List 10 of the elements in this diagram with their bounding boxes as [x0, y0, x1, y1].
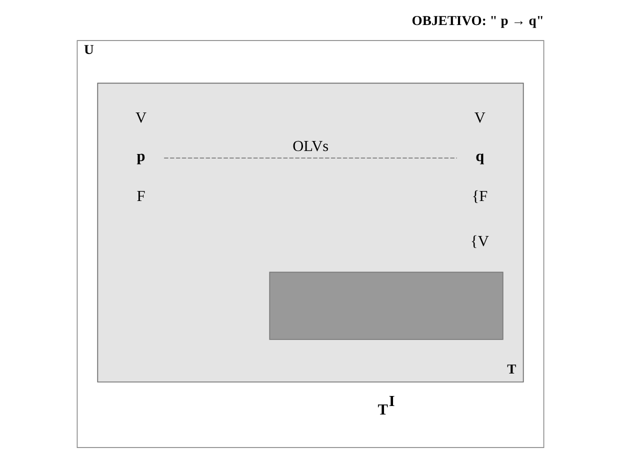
label: {F	[472, 188, 488, 205]
node-text: q	[476, 148, 484, 165]
diagram-title: OBJETIVO: " p → q"	[412, 13, 544, 28]
label: {V	[470, 233, 489, 250]
node-text: p	[136, 148, 146, 165]
label: F	[136, 188, 146, 205]
label: V	[136, 110, 147, 127]
edge-label: OLVs	[292, 138, 329, 155]
node-box	[269, 272, 504, 340]
label: V	[474, 110, 486, 127]
